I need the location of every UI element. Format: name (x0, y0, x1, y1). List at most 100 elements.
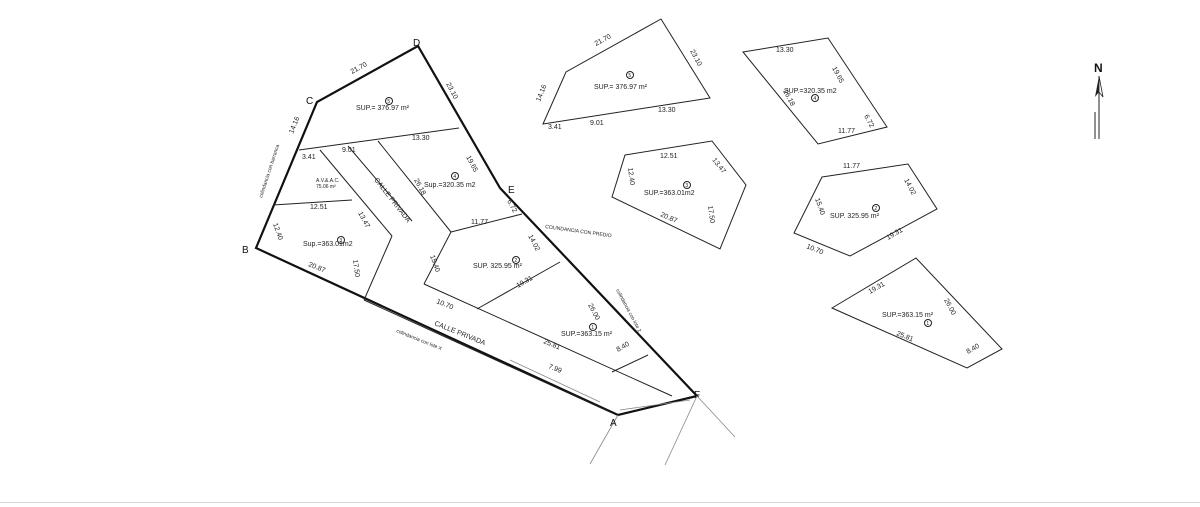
svg-text:5: 5 (387, 99, 390, 105)
svg-text:2: 2 (514, 258, 517, 264)
dim-l2-r: 14.02 (526, 234, 540, 253)
svg-text:15.40: 15.40 (813, 197, 826, 216)
dim-l3-top: 3.41 (302, 154, 316, 161)
access-line-2 (589, 414, 619, 465)
detail-lot4-area: SUP.=320.35 m2 (784, 88, 837, 95)
vertex-a: A (610, 418, 617, 429)
note-left: colindancia con barranca (258, 144, 281, 199)
svg-text:3: 3 (685, 183, 688, 189)
svg-text:11.77: 11.77 (838, 128, 855, 135)
svg-text:19.65: 19.65 (830, 66, 844, 85)
dim-l4-e: 6.72 (505, 199, 518, 214)
vertex-b: B (242, 245, 249, 256)
svg-text:10.70: 10.70 (805, 243, 824, 256)
dim-l4-r: 19.65 (464, 155, 478, 174)
svg-text:3.41: 3.41 (548, 124, 562, 131)
lot2-left-edge (423, 231, 452, 285)
svg-text:17.50: 17.50 (706, 205, 715, 223)
dim-l2-d: 19.31 (516, 275, 535, 290)
svg-text:9.01: 9.01 (590, 120, 604, 127)
lot3-top-division (272, 199, 353, 206)
area-verde-value: 75.06 m² (316, 184, 336, 190)
lot1-number: 1 (589, 323, 597, 331)
lot5-number: 5 (385, 97, 393, 105)
svg-text:N: N (1094, 61, 1103, 75)
property-boundary (254, 44, 700, 417)
svg-text:13.47: 13.47 (710, 157, 726, 175)
north-arrow-icon: N (1094, 61, 1104, 139)
dim-l2-top: 11.77 (471, 219, 488, 226)
dim-de: 23.10 (444, 82, 458, 101)
svg-text:1: 1 (926, 321, 929, 327)
note-east: COLINDANCIA CON PREDIO (545, 224, 612, 239)
dim-l1-b: 25.81 (542, 338, 561, 351)
svg-text:26.00: 26.00 (942, 298, 956, 317)
svg-text:21.70: 21.70 (594, 33, 613, 47)
svg-text:4: 4 (453, 174, 456, 180)
svg-text:11.77: 11.77 (843, 163, 860, 170)
note-right: colindancia con lote 2 (614, 288, 642, 333)
main-site-plan: A B C D E F 21.70 23.10 14.16 3.41 9.01 … (242, 38, 736, 466)
dim-l4-top: 13.30 (412, 135, 430, 142)
svg-text:14.16: 14.16 (535, 84, 548, 103)
svg-text:23.10: 23.10 (688, 49, 702, 68)
area-lot2: SUP. 325.95 m² (473, 263, 523, 270)
lot3-number: 3 (337, 236, 345, 244)
svg-text:13.30: 13.30 (776, 47, 794, 54)
svg-text:6.72: 6.72 (862, 114, 875, 129)
vertex-f: F (694, 390, 700, 401)
lot5-division (298, 127, 460, 151)
detail-lot3: SUP.=363.01m2 3 12.51 13.47 12.40 20.87 … (611, 140, 747, 250)
dim-l3-br: 17.50 (351, 259, 360, 277)
dim-l3-m: 13.47 (356, 211, 370, 230)
lot4-right-edge (377, 140, 452, 233)
calle-right-edge-upper (347, 145, 413, 222)
svg-text:4: 4 (813, 96, 816, 102)
dim-l3-b: 9.01 (342, 147, 356, 154)
detail-lot1-area: SUP.=363.15 m² (882, 312, 934, 319)
svg-text:1: 1 (591, 325, 594, 331)
access-line-5 (619, 399, 691, 411)
svg-text:8.40: 8.40 (966, 343, 981, 356)
access-line-4 (696, 395, 736, 438)
svg-text:19.31: 19.31 (868, 281, 887, 296)
dim-l2-b: 10.70 (435, 298, 454, 311)
calle-privada-upper: CALLE PRIVADA (372, 177, 411, 224)
svg-text:5: 5 (628, 73, 631, 79)
lot2-lot1-division (476, 261, 561, 310)
detail-lot3-area: SUP.=363.01m2 (644, 190, 695, 197)
detail-lot2: SUP. 325.95 m² 2 11.77 14.02 15.40 10.70… (793, 163, 938, 257)
svg-text:2: 2 (874, 206, 877, 212)
svg-text:13.30: 13.30 (658, 107, 676, 114)
dim-l3-r: 12.51 (310, 204, 328, 211)
area-lot5: SUP.= 376.97 m² (356, 105, 410, 112)
svg-text:19.31: 19.31 (886, 227, 905, 242)
access-line-3 (664, 395, 698, 466)
area-verde-label: A.V.&.A.C. (316, 178, 339, 184)
dim-bc: 14.16 (288, 116, 301, 135)
dim-cd: 21.70 (350, 61, 369, 75)
area-lot4: Sup.=320.35 m2 (424, 182, 476, 189)
svg-text:14.02: 14.02 (902, 178, 916, 197)
vertex-c: C (306, 96, 313, 107)
vertex-d: D (413, 38, 420, 49)
detail-lot4: SUP.=320.35 m2 4 13.30 19.65 26.18 6.72 … (742, 37, 888, 145)
calle-lower-inner-edge (423, 283, 673, 397)
calle-lower-edge (363, 299, 611, 413)
dim-l3-left: 12.40 (271, 222, 284, 241)
dim-a-seg: 7.99 (547, 363, 562, 375)
svg-text:3: 3 (339, 238, 342, 244)
area-lot1: SUP.=363.15 m² (561, 331, 613, 338)
calle-left-edge-upper (319, 149, 393, 237)
lot4-number: 4 (451, 172, 459, 180)
dim-l1-r: 26.00 (586, 303, 600, 322)
detail-lot1: SUP.=363.15 m² 1 19.31 26.00 25.81 8.40 (830, 257, 1003, 369)
svg-text:20.87: 20.87 (659, 211, 678, 225)
access-line-1 (509, 359, 601, 403)
bottom-rule (0, 502, 1200, 503)
vertex-e: E (508, 185, 515, 196)
svg-text:12.40: 12.40 (626, 167, 635, 185)
lot1-e-division (611, 354, 649, 373)
lot2-number: 2 (512, 256, 520, 264)
